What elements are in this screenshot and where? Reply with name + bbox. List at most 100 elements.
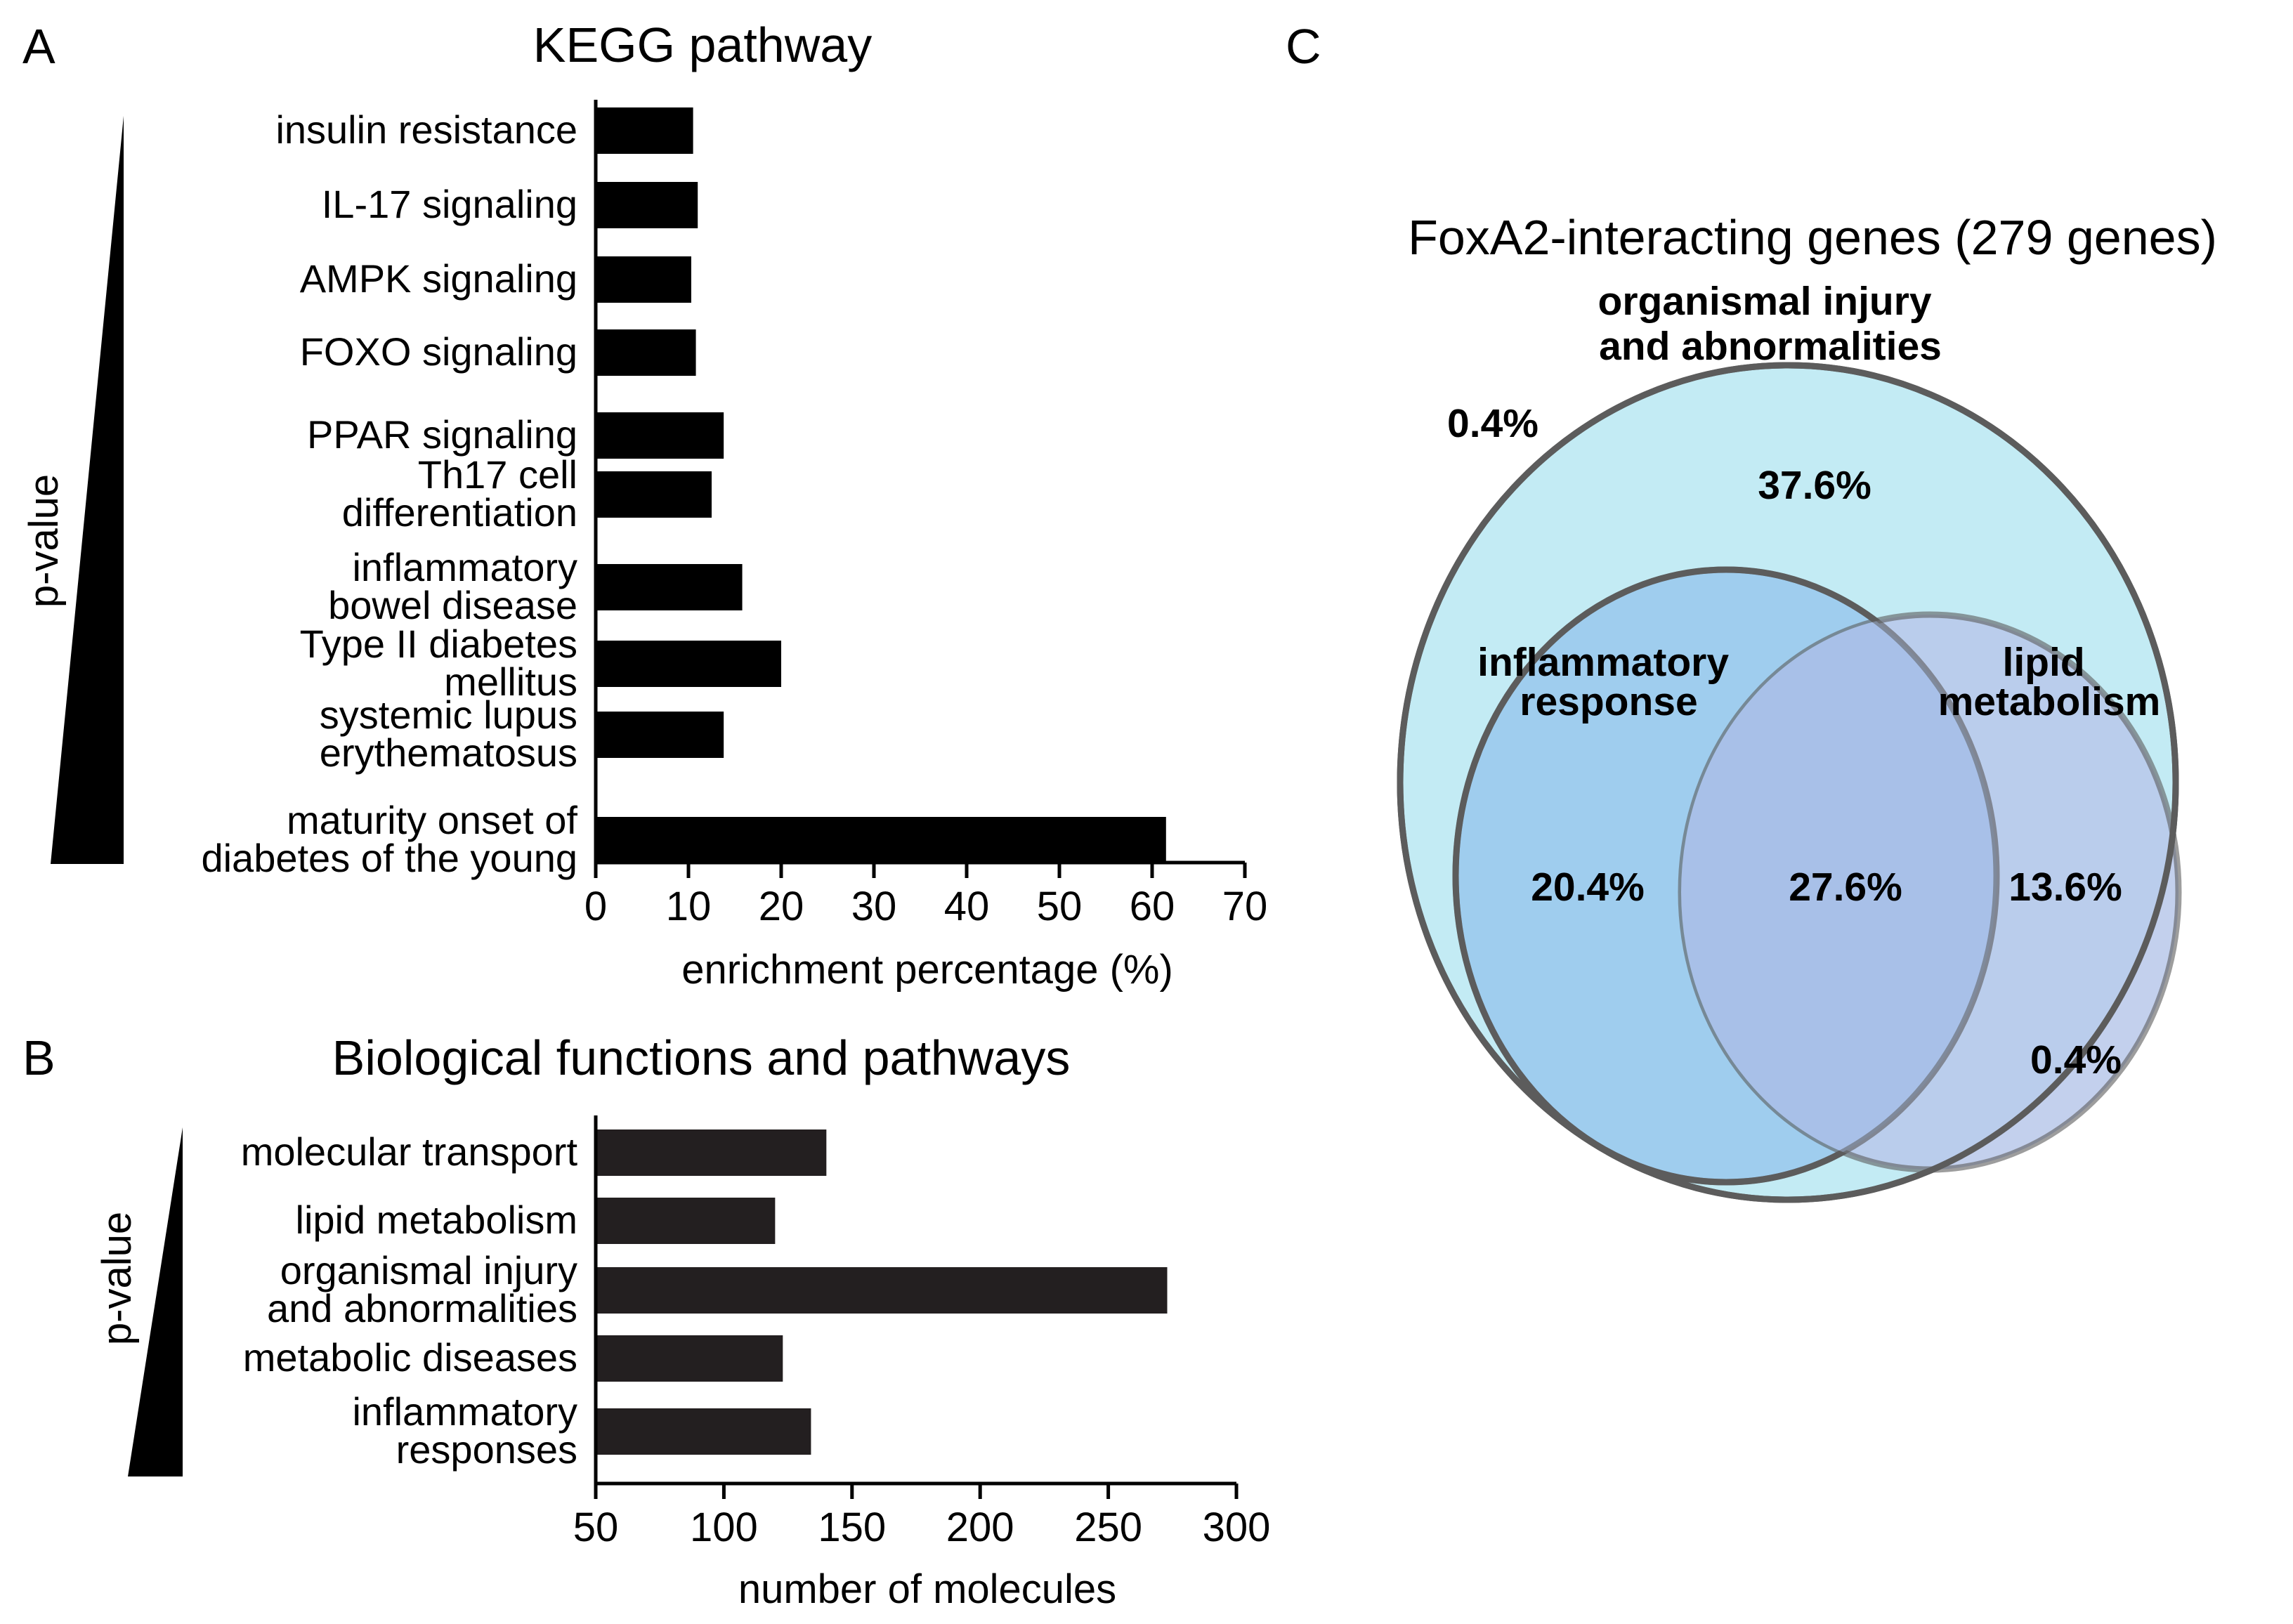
x-tick-label: 150	[818, 1505, 886, 1550]
bar	[596, 817, 1166, 863]
category-label-line: organismal injury	[280, 1248, 577, 1292]
bar	[596, 1267, 1168, 1314]
bar	[596, 471, 712, 518]
category-label-line: FOXO signaling	[300, 329, 577, 374]
category-label-line: and abnormalities	[267, 1286, 577, 1330]
panel-c: C FoxA2-interacting genes (279 genes) or…	[1286, 19, 2217, 1203]
x-tick-label: 60	[1130, 884, 1175, 929]
x-tick-label: 40	[944, 884, 990, 929]
category-label-line: metabolic diseases	[243, 1335, 577, 1380]
category-label-line: lipid metabolism	[296, 1198, 578, 1242]
category-label-line: molecular transport	[241, 1129, 578, 1174]
venn-overlap-fill	[1681, 615, 1997, 1170]
venn-pct-outside-top: 0.4%	[1447, 401, 1539, 446]
bar	[596, 1198, 776, 1244]
category-label-line: erythematosus	[320, 731, 577, 775]
category-label: molecular transport	[241, 1129, 578, 1174]
venn-label-lipid-line-2: metabolism	[1938, 679, 2161, 724]
x-tick-label: 30	[851, 884, 897, 929]
x-tick-label: 20	[759, 884, 804, 929]
category-label: metabolic diseases	[243, 1335, 577, 1380]
category-label-line: mellitus	[444, 660, 577, 704]
category-label-line: bowel disease	[328, 583, 577, 627]
venn-label-organismal-line-1: organismal injury	[1598, 279, 1932, 324]
bar	[596, 329, 696, 376]
bar	[596, 712, 724, 758]
panel-a-xlabel: enrichment percentage (%)	[681, 947, 1173, 993]
bar	[596, 412, 724, 459]
pvalue-wedge-a	[51, 116, 124, 864]
panel-a: A KEGG pathway p-value insulin resistanc…	[21, 18, 1267, 993]
bar	[596, 256, 691, 303]
category-label-line: inflammatory	[352, 1389, 577, 1434]
venn-label-lipid-line-1: lipid	[2003, 640, 2085, 685]
venn-title: FoxA2-interacting genes (279 genes)	[1408, 210, 2217, 265]
panel-b-bars	[596, 1129, 1168, 1455]
category-label-line: systemic lupus	[320, 693, 577, 737]
category-label-line: Type II diabetes	[300, 622, 577, 666]
x-tick-label: 70	[1222, 884, 1268, 929]
x-tick-label: 50	[1037, 884, 1083, 929]
panel-b: B Biological functions and pathways p-va…	[22, 1030, 1270, 1612]
venn-label-inflammatory-line-1: inflammatory	[1477, 640, 1729, 685]
x-tick-label: 300	[1203, 1505, 1271, 1550]
venn-pct-overlap: 27.6%	[1789, 865, 1902, 910]
category-label: lipid metabolism	[296, 1198, 578, 1242]
bar	[596, 1408, 811, 1455]
x-tick-label: 250	[1074, 1505, 1142, 1550]
pvalue-wedge-b	[128, 1127, 183, 1476]
bar	[596, 182, 698, 228]
category-label-line: Th17 cell	[418, 452, 577, 497]
category-label: AMPK signaling	[300, 256, 577, 301]
panel-b-xlabel: number of molecules	[738, 1566, 1116, 1612]
panel-b-letter: B	[22, 1030, 55, 1085]
x-tick-label: 10	[666, 884, 712, 929]
panel-b-ylabel: p-value	[94, 1212, 140, 1345]
category-label-line: diabetes of the young	[201, 836, 577, 880]
category-label-line: insulin resistance	[275, 107, 577, 152]
panel-c-letter: C	[1286, 19, 1321, 74]
venn-label-lipid: lipid metabolism	[1938, 640, 2161, 724]
category-label: IL-17 signaling	[322, 182, 577, 226]
category-label-line: IL-17 signaling	[322, 182, 577, 226]
bar	[596, 564, 743, 610]
bar	[596, 641, 781, 687]
panel-b-category-labels: molecular transport lipid metabolism organ…	[241, 1129, 578, 1472]
venn-label-organismal-line-2: and abnormalities	[1599, 324, 1942, 369]
venn-outline-inflammatory	[1452, 566, 2000, 1186]
x-tick-label: 200	[946, 1505, 1014, 1550]
x-tick-label: 100	[690, 1505, 758, 1550]
category-label-line: responses	[396, 1427, 577, 1472]
venn-label-organismal: organismal injury and abnormalities	[1598, 279, 1943, 369]
panel-a-title: KEGG pathway	[533, 18, 872, 72]
venn-label-inflammatory: inflammatory response	[1477, 640, 1740, 724]
bar	[596, 1129, 827, 1176]
venn-pct-lipid-outside: 0.4%	[2030, 1037, 2122, 1082]
x-tick-label: 50	[573, 1505, 619, 1550]
venn-pct-lipid-only: 13.6%	[2008, 865, 2122, 910]
bar	[596, 1335, 783, 1382]
category-label-line: inflammatory	[352, 545, 577, 589]
panel-b-ticks: 50 100 150 200 250 300	[573, 1484, 1271, 1550]
category-label: insulin resistance	[275, 107, 577, 152]
category-label-line: maturity onset of	[287, 798, 577, 842]
bar	[596, 107, 693, 154]
venn-outline-organismal	[1397, 362, 2179, 1203]
panel-a-letter: A	[22, 19, 55, 74]
venn-pct-organismal-only: 37.6%	[1758, 463, 1871, 508]
category-label: PPAR signaling	[307, 412, 577, 457]
category-label: FOXO signaling	[300, 329, 577, 374]
venn-label-inflammatory-line-2: response	[1520, 679, 1697, 724]
venn-pct-inflammatory-only: 20.4%	[1531, 865, 1645, 910]
panel-b-title: Biological functions and pathways	[332, 1030, 1071, 1085]
